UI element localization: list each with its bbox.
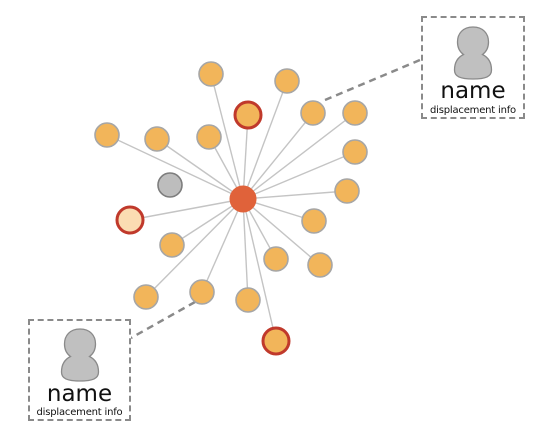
node-9[interactable] bbox=[342, 139, 368, 165]
node-15[interactable] bbox=[263, 246, 289, 272]
edge-14 bbox=[171, 198, 244, 246]
edge-6 bbox=[106, 134, 244, 200]
card-info: displacement info bbox=[430, 105, 516, 116]
edge-7 bbox=[156, 138, 244, 200]
node-19[interactable] bbox=[235, 287, 261, 313]
node-17[interactable] bbox=[133, 284, 159, 310]
card-name: name bbox=[440, 78, 506, 104]
node-7[interactable] bbox=[144, 126, 170, 152]
hub-node[interactable] bbox=[229, 185, 257, 213]
edge-5 bbox=[242, 112, 356, 200]
node-1[interactable] bbox=[198, 61, 224, 87]
card-connectors bbox=[130, 58, 421, 340]
edge-9 bbox=[242, 151, 356, 200]
node-11[interactable] bbox=[334, 178, 360, 204]
node-8[interactable] bbox=[196, 124, 222, 150]
person-icon-shape bbox=[453, 26, 493, 80]
highlighted-node-20[interactable] bbox=[261, 326, 291, 356]
node-18[interactable] bbox=[189, 279, 215, 305]
person-icon bbox=[60, 328, 99, 382]
edge-18 bbox=[201, 198, 244, 293]
edge-4 bbox=[242, 112, 314, 200]
node-13[interactable] bbox=[301, 208, 327, 234]
edge-20 bbox=[242, 198, 277, 342]
pale-highlighted-node-12[interactable] bbox=[115, 205, 145, 235]
card-name: name bbox=[46, 381, 113, 407]
card-info: displacement info bbox=[36, 407, 123, 418]
card-connector-top bbox=[324, 58, 421, 102]
profile-card-top[interactable]: name displacement info bbox=[421, 16, 525, 119]
edge-16 bbox=[242, 198, 321, 266]
person-icon-shape bbox=[60, 328, 99, 382]
edge-1 bbox=[210, 73, 244, 200]
node-16[interactable] bbox=[307, 252, 333, 278]
highlighted-node-3[interactable] bbox=[233, 100, 263, 130]
edge-2 bbox=[242, 80, 288, 200]
node-2[interactable] bbox=[274, 68, 300, 94]
person-icon bbox=[453, 26, 493, 80]
unconnected-node-10[interactable] bbox=[157, 172, 183, 198]
edge-19 bbox=[242, 198, 249, 301]
node-6[interactable] bbox=[94, 122, 120, 148]
nodes bbox=[94, 61, 368, 356]
edge-11 bbox=[242, 190, 348, 200]
node-5[interactable] bbox=[342, 100, 368, 126]
card-connector-bottom bbox=[130, 300, 196, 340]
edge-12 bbox=[129, 198, 244, 221]
node-4[interactable] bbox=[300, 100, 326, 126]
edge-17 bbox=[145, 198, 244, 298]
node-14[interactable] bbox=[159, 232, 185, 258]
profile-card-bottom[interactable]: name displacement info bbox=[28, 319, 131, 421]
